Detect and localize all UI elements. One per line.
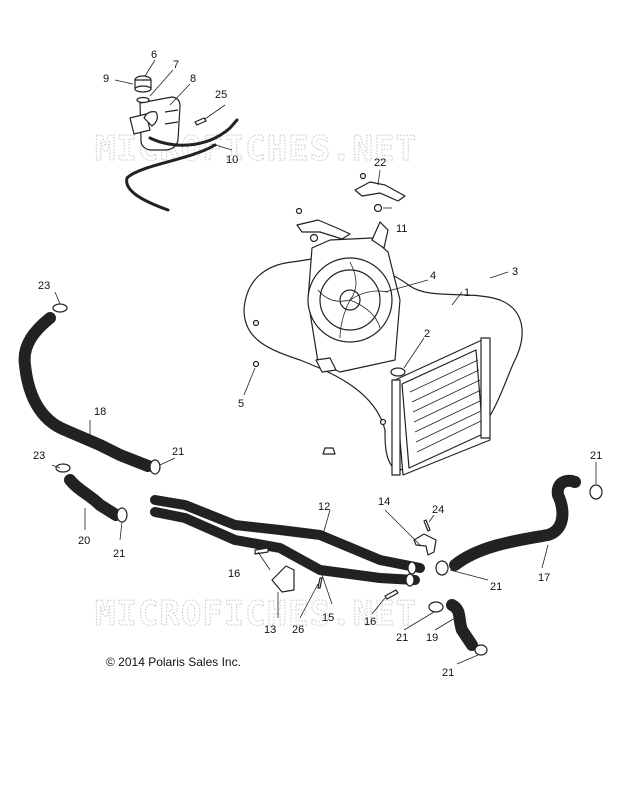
watermark-bottom: MICROFICHES.NET bbox=[95, 594, 417, 634]
hose-19 bbox=[446, 599, 478, 651]
hose-17 bbox=[449, 474, 581, 571]
coolant-tubes bbox=[150, 495, 425, 587]
callout-12: 12 bbox=[318, 501, 330, 513]
callout-21-a: 21 bbox=[172, 446, 184, 458]
callout-1: 1 bbox=[464, 287, 470, 299]
callout-16-right: 16 bbox=[364, 616, 376, 628]
callout-21-e: 21 bbox=[396, 632, 408, 644]
reservoir-cap bbox=[134, 75, 152, 93]
callout-19: 19 bbox=[426, 632, 438, 644]
callout-8: 8 bbox=[190, 73, 196, 85]
callout-4: 4 bbox=[430, 270, 436, 282]
screw-25 bbox=[194, 117, 207, 126]
callout-22: 22 bbox=[374, 157, 386, 169]
clamp-21-right-top bbox=[589, 484, 603, 500]
callout-15: 15 bbox=[322, 612, 334, 624]
clamp-23-lower bbox=[55, 463, 71, 473]
callout-14: 14 bbox=[378, 496, 390, 508]
hose-20 bbox=[64, 474, 122, 521]
grommet-2 bbox=[390, 367, 406, 377]
lower-bracket bbox=[295, 207, 351, 243]
leader-lines bbox=[51, 59, 597, 665]
callout-10: 10 bbox=[226, 154, 238, 166]
callout-17: 17 bbox=[538, 572, 550, 584]
hose-18 bbox=[18, 312, 154, 472]
callout-23-b: 23 bbox=[33, 450, 45, 462]
callout-6: 6 bbox=[151, 49, 157, 61]
callout-23-a: 23 bbox=[38, 280, 50, 292]
callout-21-b: 21 bbox=[113, 548, 125, 560]
clamp-21-bottom-left bbox=[428, 601, 444, 613]
callout-24: 24 bbox=[432, 504, 444, 516]
bolt-16-right bbox=[384, 589, 399, 600]
nut bbox=[252, 319, 260, 327]
callout-11: 11 bbox=[396, 223, 407, 235]
bolt-26 bbox=[317, 577, 323, 589]
callout-2: 2 bbox=[424, 328, 430, 340]
copyright-notice: © 2014 Polaris Sales Inc. bbox=[106, 655, 241, 669]
clamp-21-bottom bbox=[474, 644, 488, 656]
callout-13: 13 bbox=[264, 624, 276, 636]
callout-labels: 1 2 3 4 5 6 7 8 9 10 11 12 13 14 15 16 1… bbox=[33, 49, 602, 679]
callout-21-d: 21 bbox=[490, 581, 502, 593]
callout-21-f: 21 bbox=[442, 667, 454, 679]
callout-9: 9 bbox=[103, 73, 109, 85]
clamp-21-right-mid bbox=[435, 560, 449, 576]
callout-16-left: 16 bbox=[228, 568, 240, 580]
callout-18: 18 bbox=[94, 406, 106, 418]
upper-bracket-22 bbox=[354, 172, 406, 213]
bracket-13 bbox=[271, 565, 295, 593]
bracket-14 bbox=[413, 533, 437, 556]
callout-26: 26 bbox=[292, 624, 304, 636]
callout-25: 25 bbox=[215, 89, 227, 101]
callout-20: 20 bbox=[78, 535, 90, 547]
cap-gasket bbox=[136, 96, 150, 104]
clamp-21-left bbox=[116, 507, 128, 523]
callout-5: 5 bbox=[238, 398, 244, 410]
callout-21-c: 21 bbox=[590, 450, 602, 462]
nut bbox=[379, 418, 387, 426]
nut bbox=[252, 360, 260, 368]
callout-3: 3 bbox=[512, 266, 518, 278]
bolt-24 bbox=[423, 519, 431, 532]
clamp-23-top bbox=[52, 303, 68, 313]
radiator bbox=[391, 337, 491, 476]
cooling-fan bbox=[307, 221, 401, 373]
nut bbox=[322, 447, 336, 455]
callout-7: 7 bbox=[173, 59, 179, 71]
clamp-21-upper-left bbox=[149, 459, 161, 475]
